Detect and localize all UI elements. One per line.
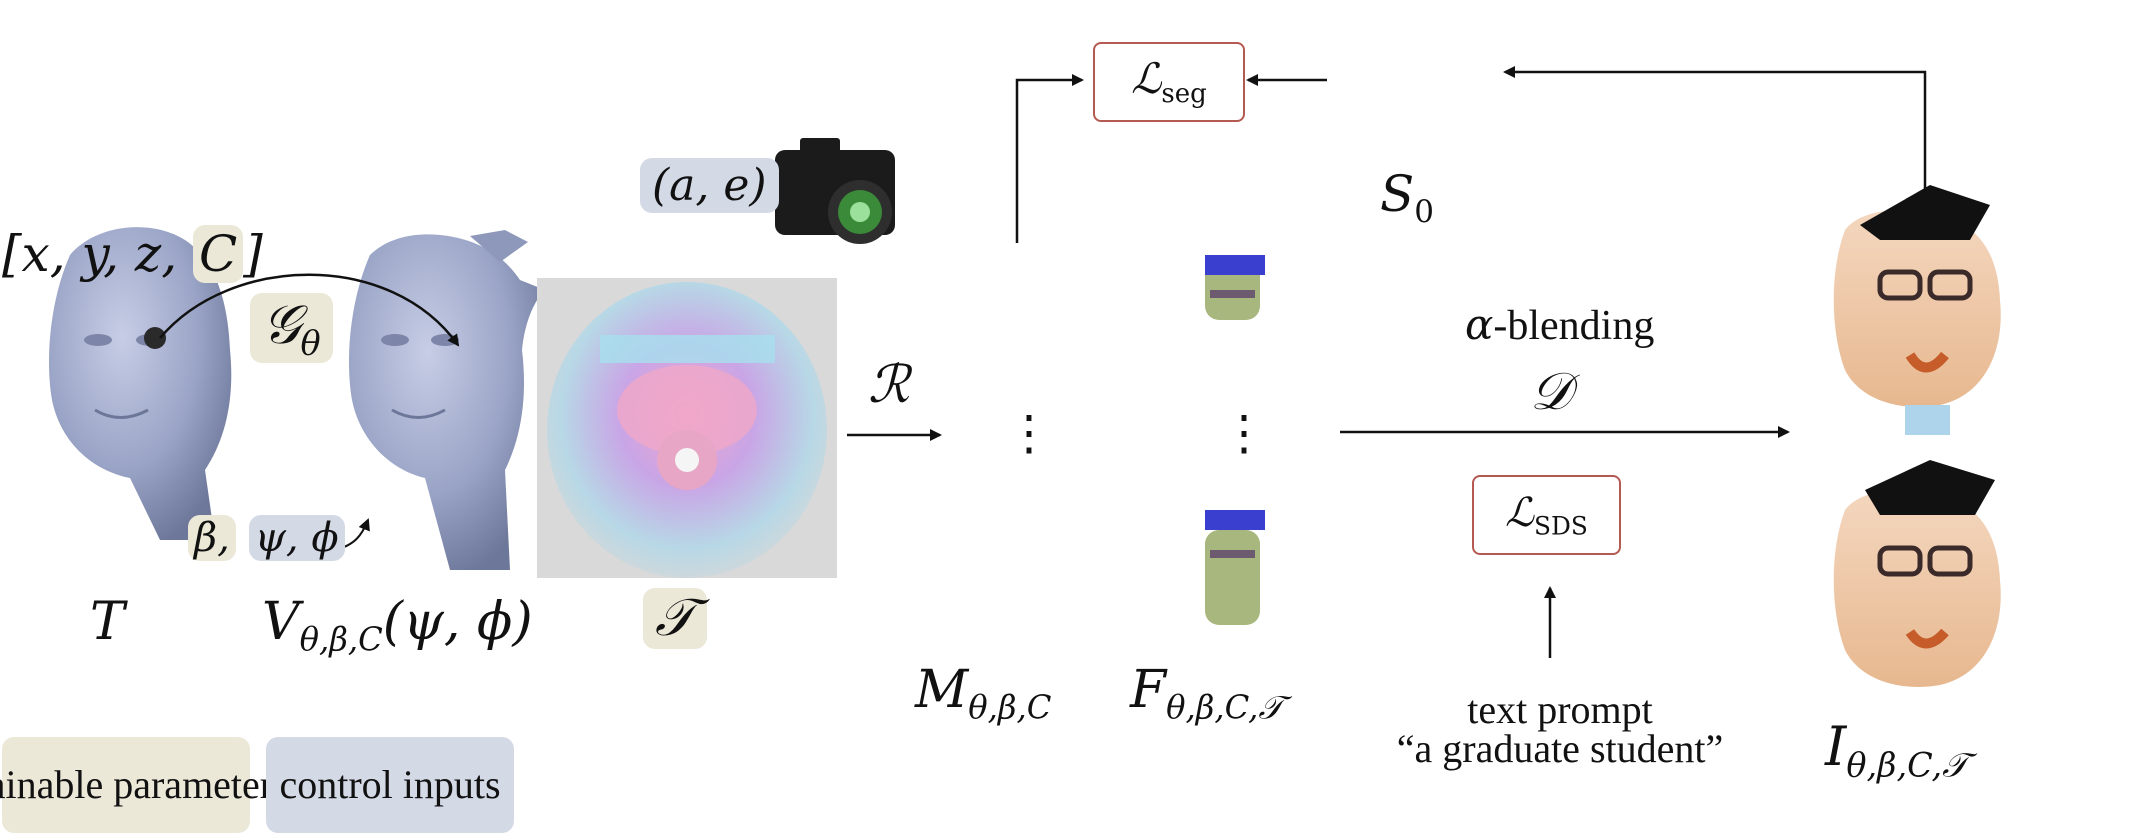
feature-F: F [1130,660,1167,720]
generator-arrow [159,273,460,347]
input-coords-label: [x, y, z, C] [2,225,263,283]
conditioning-param: C [193,225,244,283]
alpha-symbol: α [1465,300,1494,349]
sds-loss-subscript: SDS [1533,511,1588,541]
feature-top [1205,255,1265,320]
output-subscript: θ,β,C,𝒯 [1846,745,1968,785]
mask-to-seg-arrow [1015,74,1084,243]
control-params-label: β, ψ, ϕ [188,515,345,561]
input-coords-text: [x, y, z, [2,225,178,283]
mask-M: M [915,660,969,720]
head-template [49,227,232,540]
alpha-blending-label: α-blending [1465,300,1654,350]
deformed-head [349,230,545,570]
seg-loss-box: ℒseg [1093,42,1245,122]
feature-vdots: ⋮ [1220,407,1268,460]
sds-loss-symbol: ℒ [1505,489,1534,536]
text-prompt-line2: “a graduate student” [1396,726,1724,771]
segmentation-S: S [1380,165,1415,223]
input-coords-close: ] [243,225,263,283]
seg-loss-label: ℒseg [1131,54,1207,109]
cartoon-avatar-top [1833,185,2001,435]
generator-label: 𝒢θ [250,293,333,363]
feature-subscript: θ,β,C,𝒯 [1166,688,1284,727]
template-label: T [90,592,125,652]
mask-subscript: θ,β,C [968,688,1052,727]
segmentation-subscript: 0 [1414,193,1434,230]
psi-phi-params: ψ, ϕ [248,515,345,561]
deformed-args: (ψ, ϕ) [382,592,533,652]
text-prompt-line1: text prompt [1467,687,1653,732]
beta-param: β, [188,515,236,561]
mask-label: Mθ,β,C [915,660,1051,726]
deformed-V: V [262,592,300,652]
camera-icon [775,138,895,244]
mask-bottom-shape [986,508,1055,632]
deformed-mesh-label: Vθ,β,C(ψ, ϕ) [262,592,533,658]
alpha-blending-text: -blending [1493,303,1655,349]
generator-subscript: θ [300,323,321,363]
mask-top-shape [987,248,1030,373]
deformed-subscript: θ,β,C [299,620,383,659]
feature-bottom [1205,510,1265,625]
cartoon-avatar-bottom [1833,460,2001,687]
sds-loss-label: ℒSDS [1505,490,1588,541]
legend-trainable: trainable parameters [0,737,289,833]
mask-vdots: ⋮ [1005,407,1053,460]
output-I: I [1825,715,1847,778]
seg-loss-subscript: seg [1161,79,1207,110]
output-to-segmap-arrow [1503,66,1927,190]
segmentation-label: S0 [1380,165,1434,230]
seg-loss-symbol: ℒ [1131,54,1162,104]
renderer-label: ℛ [868,355,910,415]
segmap-shape [1374,40,1435,139]
output-label: Iθ,β,C,𝒯 [1825,715,1968,786]
generator-symbol: 𝒢 [262,293,301,356]
legend-control: control inputs [266,737,514,833]
texture-map [537,278,837,578]
texture-label: 𝒯 [643,588,707,649]
sds-loss-box: ℒSDS [1472,475,1621,555]
camera-params-label: (a, e) [640,158,779,213]
decoder-label: 𝒟 [1530,362,1572,422]
feature-label: Fθ,β,C,𝒯 [1130,660,1283,727]
